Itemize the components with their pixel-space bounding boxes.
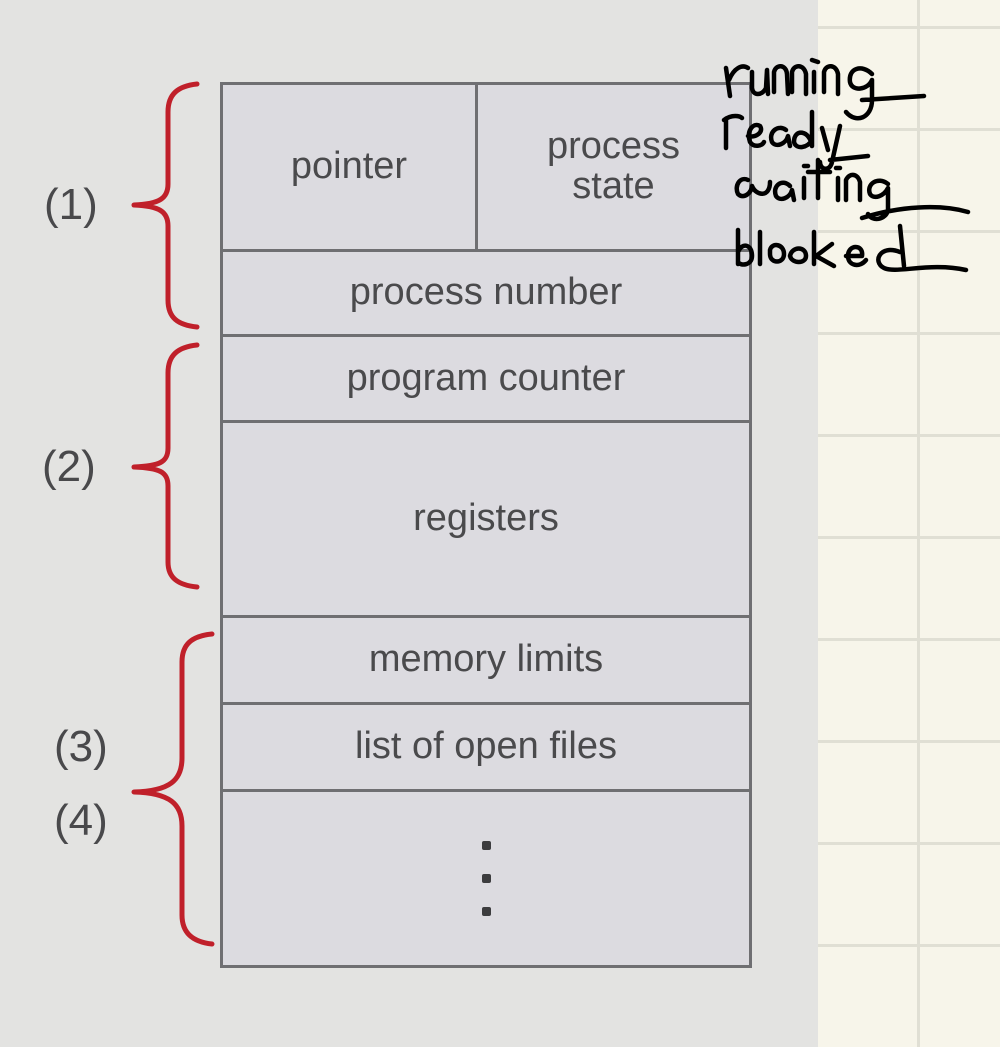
field-label: process state	[546, 125, 681, 207]
ink-blocked	[735, 223, 969, 273]
group-braces	[131, 81, 215, 947]
pcb-field-process-state: process state	[475, 82, 752, 252]
grid-line	[818, 944, 1000, 947]
grid-line	[818, 536, 1000, 539]
grid-line	[818, 842, 1000, 845]
grid-line	[818, 740, 1000, 743]
brace-2-icon	[131, 342, 200, 590]
vertical-ellipsis-icon	[481, 841, 491, 916]
group-label-1: (1)	[44, 180, 98, 229]
field-label: process number	[349, 271, 623, 314]
field-label: memory limits	[368, 638, 604, 681]
field-label: program counter	[346, 356, 626, 399]
grid-line	[818, 230, 1000, 233]
field-label: pointer	[290, 145, 408, 188]
brace-3-4-icon	[131, 631, 215, 947]
grid-line	[818, 638, 1000, 641]
grid-line	[818, 26, 1000, 29]
field-label: list of open files	[355, 725, 617, 768]
pcb-field-program-counter: program counter	[220, 334, 752, 423]
pcb-field-ellipsis	[220, 789, 752, 968]
group-label-2: (2)	[42, 442, 96, 491]
pcb-field-memory-limits: memory limits	[220, 615, 752, 705]
brace-1-icon	[131, 81, 200, 330]
grid-vertical-line	[917, 0, 920, 1047]
process-control-block: pointer process state process number pro…	[220, 82, 752, 968]
ink-waiting	[734, 157, 971, 222]
ink-ready	[721, 109, 871, 171]
grid-line	[818, 332, 1000, 335]
ink-running	[723, 57, 927, 121]
group-label-3: (3)	[54, 722, 108, 771]
pcb-field-process-number: process number	[220, 249, 752, 337]
field-label: registers	[413, 497, 559, 540]
grid-line	[818, 128, 1000, 131]
group-label-4: (4)	[54, 796, 108, 845]
grid-line	[818, 434, 1000, 437]
